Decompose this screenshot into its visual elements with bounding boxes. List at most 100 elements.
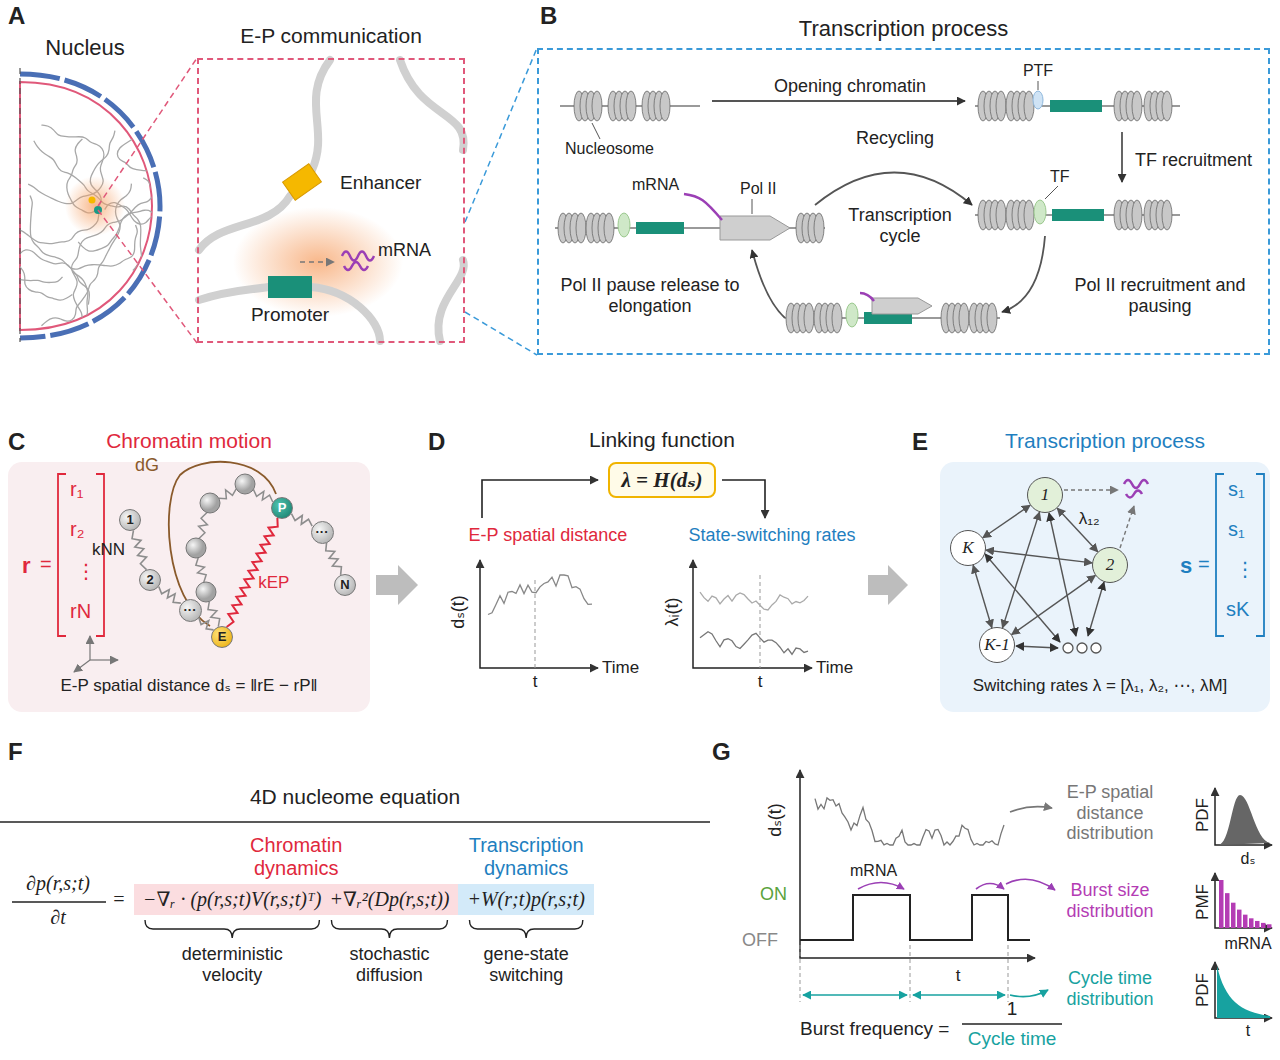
nucleosome-array (814, 303, 842, 333)
burst-plot (976, 884, 1004, 890)
text-label: Transcription cycle (835, 205, 965, 246)
zoom-line (465, 48, 537, 222)
axis-icon (90, 659, 118, 660)
edge-label: kEP (258, 573, 289, 593)
spring-connector (199, 617, 214, 629)
pmf-bar (1231, 903, 1236, 928)
text-label: Cycle time (968, 1028, 1057, 1050)
spring (208, 601, 220, 626)
axis-icon (74, 660, 90, 672)
node-label: λ = H(dₛ) (622, 468, 703, 492)
nucleosome-array (1006, 91, 1034, 121)
state-graph (1124, 480, 1148, 498)
nucleosome-array (1006, 200, 1034, 230)
nucleus (89, 197, 96, 204)
pmf-bar (1237, 910, 1242, 928)
text-label: PDF (1193, 973, 1213, 1007)
nucleosome-array (1045, 186, 1058, 199)
chromatin-bead: 1 (119, 509, 141, 531)
text-label: PMF (1193, 884, 1213, 920)
zoom-box: E-P communicationEnhancerPromoter (197, 58, 465, 343)
nucleosome-array (1144, 91, 1172, 121)
text-label: Pol II recruitment and pausing (1060, 275, 1260, 316)
chromatin-fiber (342, 252, 374, 271)
block-arrow (868, 565, 908, 605)
nucleosome-array (592, 81, 1058, 214)
pmf-bar (1255, 921, 1260, 928)
burst-plot (803, 994, 907, 996)
rate-trace (700, 592, 808, 610)
node-label: ··· (316, 525, 329, 540)
text-label: mRNA (632, 176, 679, 194)
panel-fill (8, 462, 370, 712)
chromatin-fiber (438, 260, 463, 341)
text-label: E-P spatial distance (469, 525, 628, 546)
chromatin-fiber (139, 127, 252, 214)
nucleosome-array (978, 200, 1006, 230)
text-label: Nucleosome (565, 140, 654, 158)
panel-box: Chromatin motion12···EP···N (8, 462, 370, 712)
nucleosome-array (1114, 91, 1142, 121)
nucleus (65, 176, 125, 236)
text-label: ⋮ (1235, 558, 1255, 581)
equation-rule (962, 1023, 1062, 1024)
equation-rule (0, 822, 1062, 1024)
text-label: stochastic diffusion (314, 944, 464, 985)
transition-arrow (1002, 512, 1039, 628)
burst-plot (913, 994, 1005, 996)
block-arrow (376, 565, 418, 605)
nucleus (19, 68, 20, 342)
text-label: t (533, 672, 538, 692)
pmf-bar (1267, 924, 1272, 928)
text-label: λᵢ(t) (662, 598, 683, 627)
distance-trace (815, 798, 1004, 845)
chromatin-bead (186, 538, 206, 558)
chromatin-bead: N (334, 574, 356, 596)
genomic-distance-line (169, 462, 276, 626)
nucleosome-array (796, 213, 824, 243)
text-label: gene-state switching (451, 944, 601, 985)
underbrace (469, 920, 582, 938)
nucleosome-array (969, 303, 997, 333)
pmf-bar (1219, 880, 1224, 928)
transition-arrow (986, 550, 1092, 563)
node-label: +W(r;t)p(r,s;t) (467, 888, 584, 911)
zoom-line (465, 312, 537, 355)
nucleosome-array (558, 213, 586, 243)
time-marker (1008, 945, 1009, 1002)
state-graph (1088, 582, 1104, 636)
chromatin-fiber (199, 60, 464, 341)
panel-letter: E (912, 428, 928, 456)
spring (196, 558, 206, 582)
node-label: Transcription process (799, 16, 1008, 41)
spring-connector (159, 587, 181, 604)
node-label: Chromatin motion (106, 429, 272, 453)
text-label: dG (135, 455, 159, 476)
node-label: Enhancer (340, 172, 421, 194)
text-label: Linking function (589, 428, 735, 452)
spring (199, 513, 208, 539)
text-label: = (112, 888, 126, 911)
process-arrow (712, 100, 965, 102)
burst-plot (858, 879, 1055, 890)
state-graph (1063, 643, 1073, 653)
time-marker (910, 945, 911, 1002)
pmf-bar (1249, 918, 1254, 928)
pmf-bar (1243, 915, 1248, 928)
spring-connector (291, 514, 312, 526)
chromatin-bead: ··· (179, 599, 202, 622)
nucleosome-array (1050, 100, 1102, 112)
node-label: Promoter (251, 304, 329, 326)
text-label: ON (760, 884, 787, 905)
chromatin-bead: ··· (311, 521, 334, 544)
text-label: t (1246, 1022, 1250, 1040)
plot-axis (1215, 788, 1272, 845)
chromatin-bead (235, 474, 255, 494)
vector-bracket (1216, 474, 1264, 636)
state-graph (1016, 646, 1058, 648)
nucleosome-array (592, 123, 600, 139)
plot-axis (800, 770, 1035, 958)
nucleus (0, 68, 274, 438)
panel-letter: D (428, 428, 445, 456)
text-label: dₛ (1241, 850, 1256, 868)
